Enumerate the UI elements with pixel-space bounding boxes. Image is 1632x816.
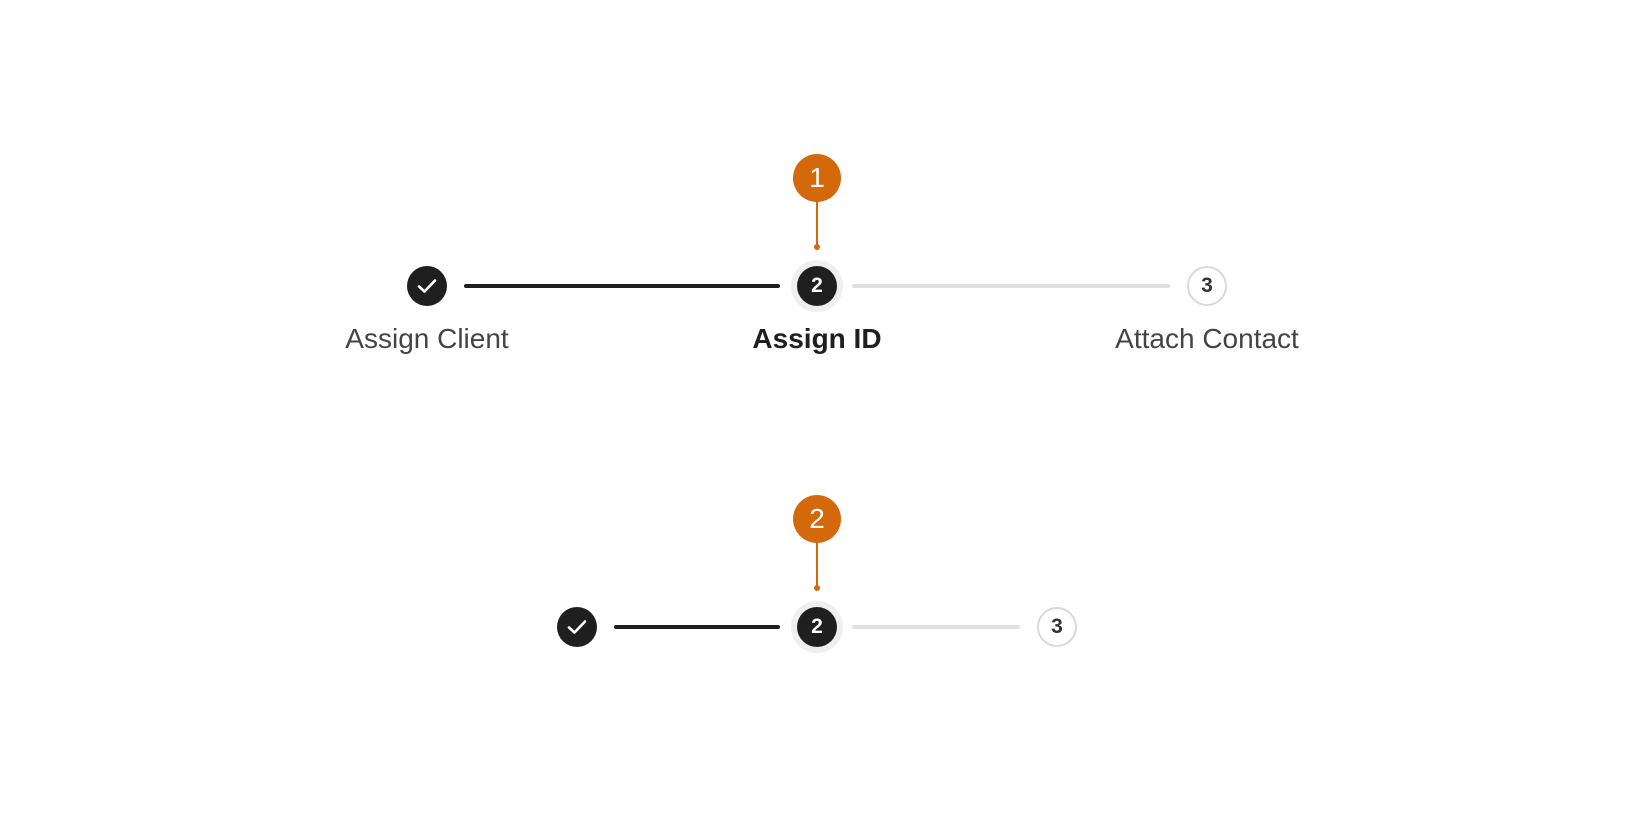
step-number: 2 <box>811 615 823 638</box>
annotation-marker-2: 2 <box>793 495 841 543</box>
step-number: 3 <box>1051 615 1063 638</box>
connector-upcoming <box>852 625 1020 629</box>
connector-completed <box>614 625 780 629</box>
annotation-dot <box>814 244 820 250</box>
connector-upcoming <box>852 284 1170 288</box>
step-number: 3 <box>1201 274 1213 297</box>
step-3-label: Attach Contact <box>1115 323 1299 354</box>
step-2-current[interactable]: 2 <box>797 607 837 647</box>
annotation-stem <box>816 202 818 246</box>
annotation-number: 2 <box>809 503 825 534</box>
step-3-upcoming[interactable]: 3 <box>1037 607 1077 647</box>
check-icon <box>417 278 437 294</box>
step-1-label: Assign Client <box>345 323 509 354</box>
annotation-marker-1: 1 <box>793 154 841 202</box>
step-2-current[interactable]: 2 <box>797 266 837 306</box>
annotation-number: 1 <box>809 162 825 193</box>
step-1-completed[interactable] <box>557 607 597 647</box>
check-icon <box>567 619 587 635</box>
annotation-dot <box>814 585 820 591</box>
connector-completed <box>464 284 780 288</box>
annotation-stem <box>816 543 818 587</box>
step-number: 2 <box>811 274 823 297</box>
step-2-label: Assign ID <box>752 323 882 354</box>
step-3-upcoming[interactable]: 3 <box>1187 266 1227 306</box>
step-1-completed[interactable] <box>407 266 447 306</box>
